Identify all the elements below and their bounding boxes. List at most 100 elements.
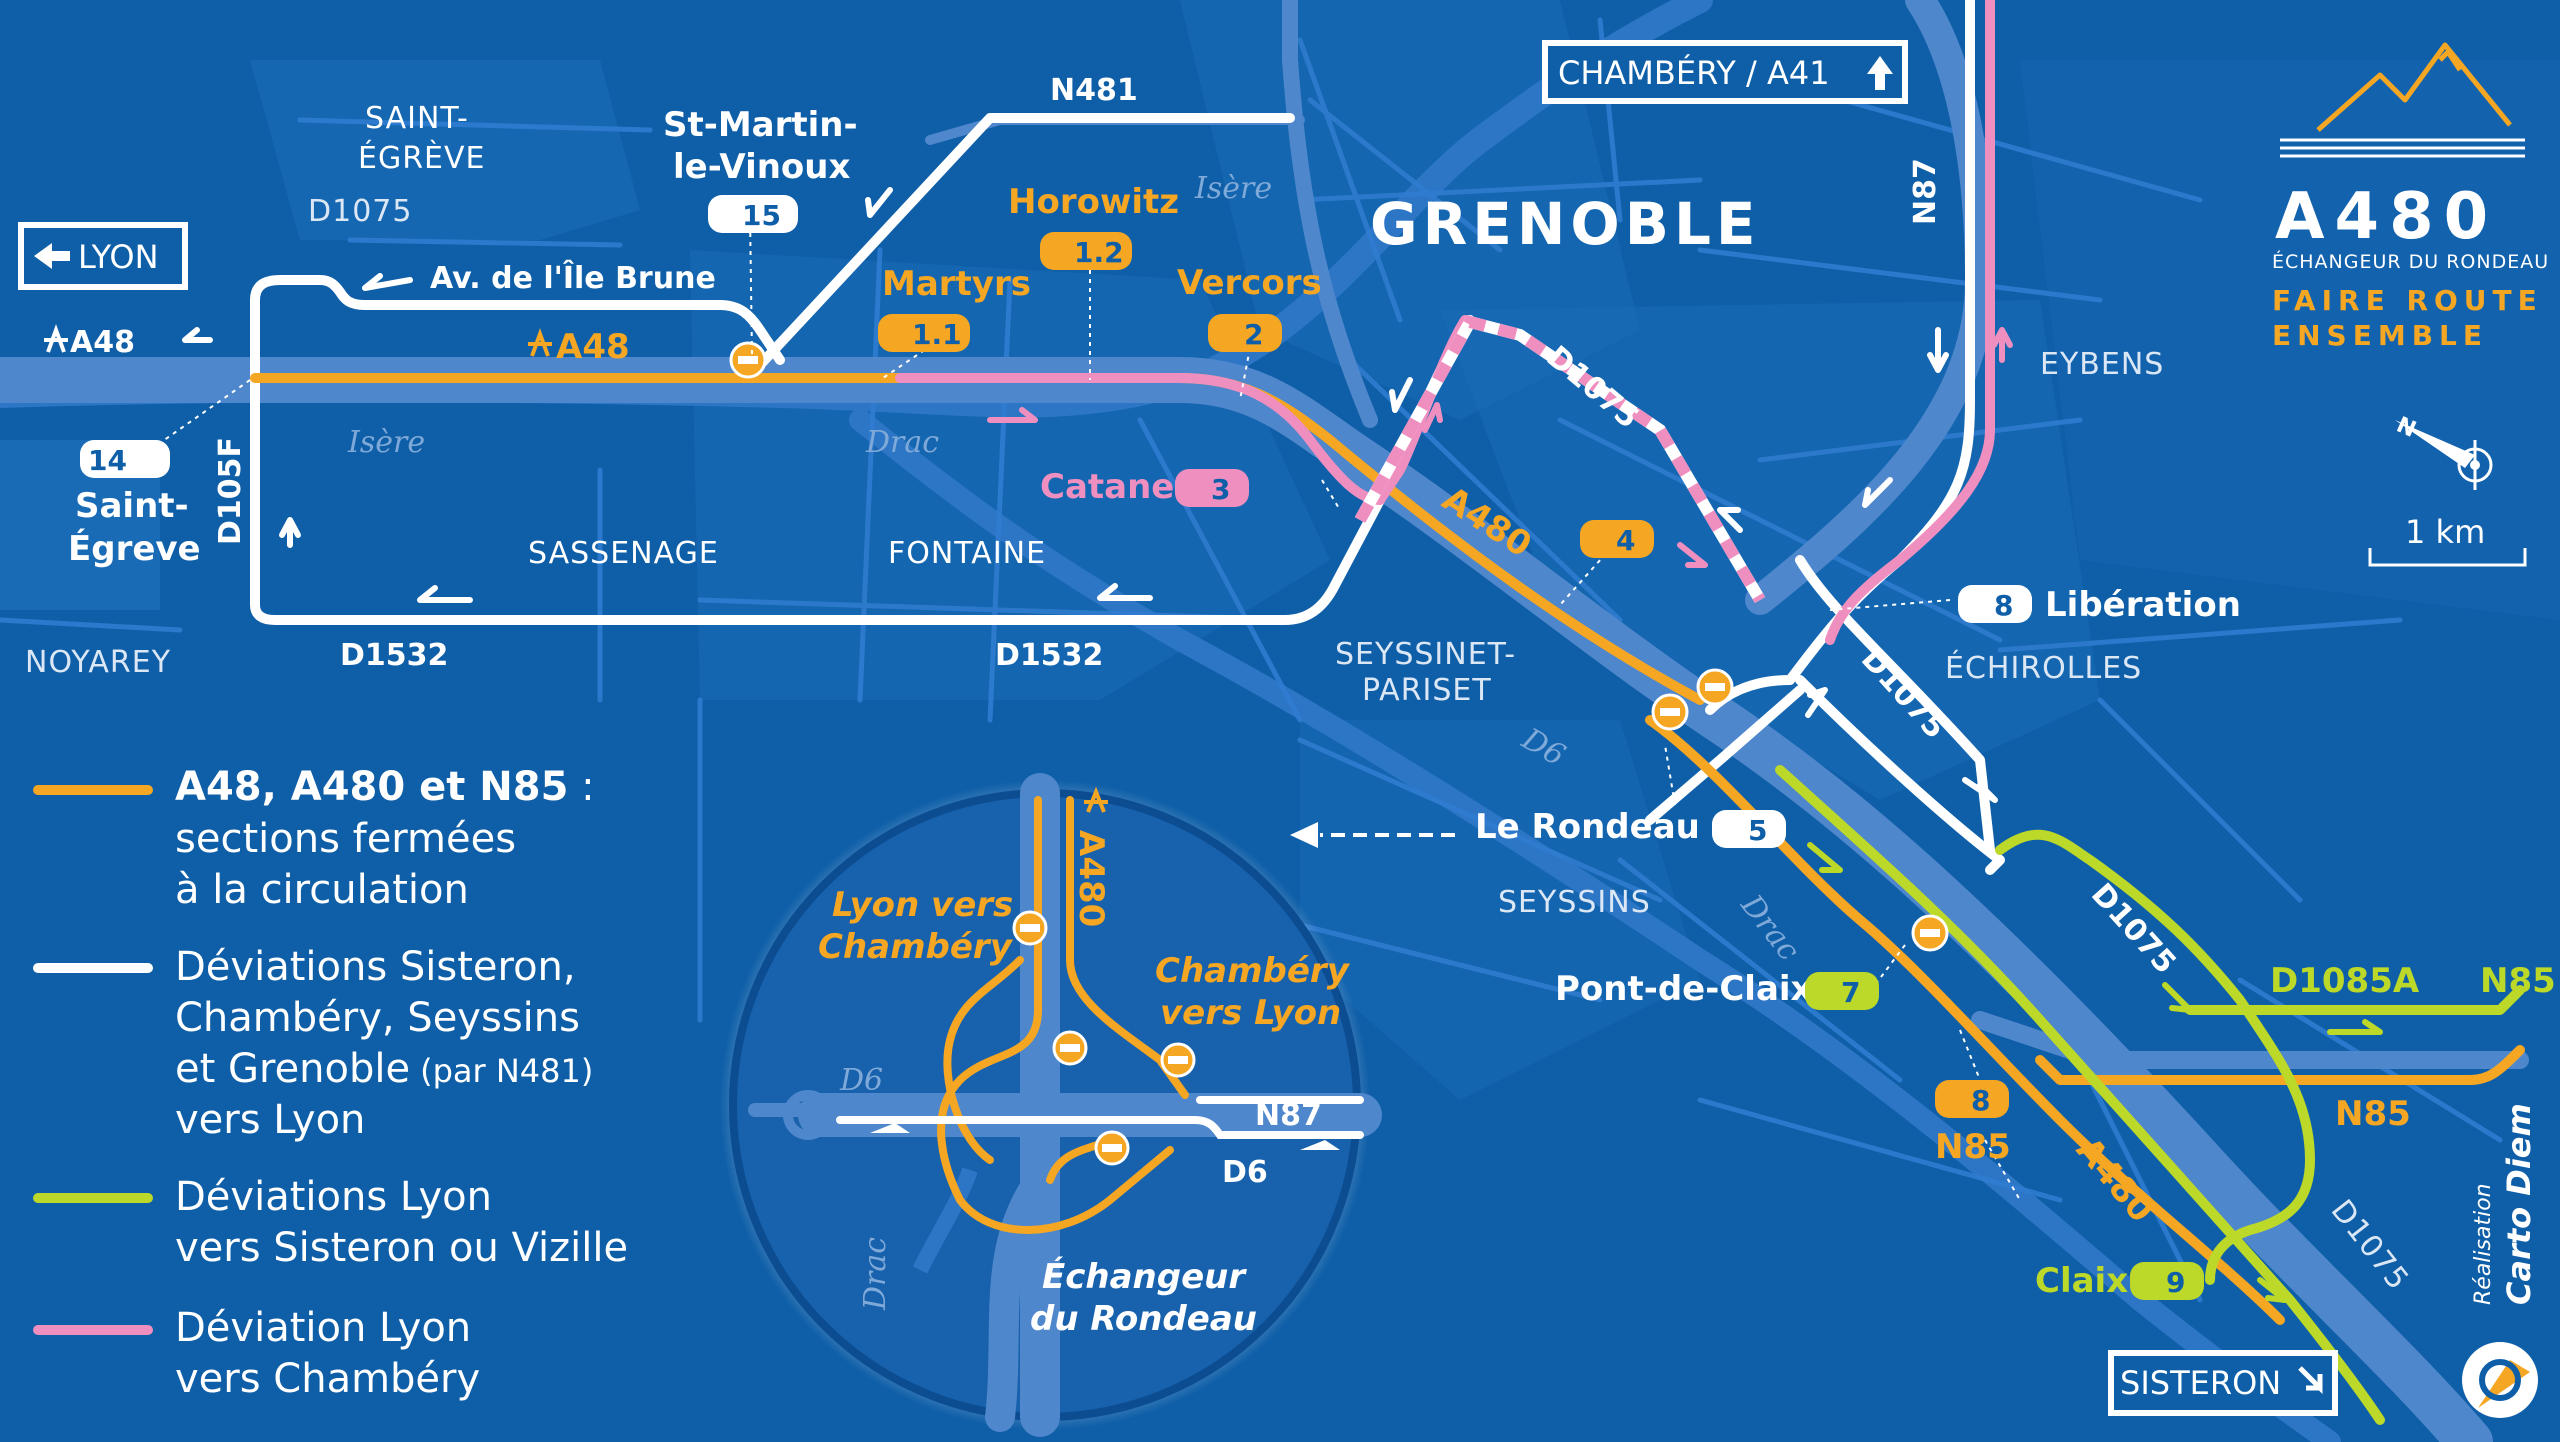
svg-text:SEYSSINET-: SEYSSINET- [1335, 637, 1516, 672]
svg-text:3: 3 [1211, 473, 1230, 506]
legend: A48, A480 et N85 : sections fermées à la… [33, 764, 628, 1402]
svg-text:le-Vinoux: le-Vinoux [673, 147, 850, 187]
svg-text:14: 14 [88, 444, 127, 477]
exit-8-n85-badge: 8 [1935, 1080, 2009, 1118]
svg-text:ÉCHIROLLES: ÉCHIROLLES [1945, 650, 2142, 686]
sisteron-sign: SISTERON [2108, 1350, 2338, 1416]
mountains-icon [2316, 42, 2512, 132]
svg-text:Isère: Isère [347, 425, 425, 460]
svg-text:Déviations Lyon: Déviations Lyon [175, 1174, 492, 1220]
pink-white-dashed-route [1354, 315, 1766, 604]
exit-4-badge: 4 [1580, 520, 1654, 558]
svg-text:St-Martin-: St-Martin- [663, 105, 858, 145]
svg-text:N87: N87 [1255, 1098, 1322, 1133]
svg-text:Déviation Lyon: Déviation Lyon [175, 1305, 471, 1351]
exit-3-badge: Catane 3 [1040, 467, 1249, 507]
svg-text:D1532: D1532 [340, 638, 448, 673]
credit: Réalisation Carto Diem [2462, 1103, 2538, 1418]
svg-text:D6: D6 [1222, 1155, 1268, 1190]
svg-text:8: 8 [1994, 589, 2013, 622]
svg-text:du Rondeau: du Rondeau [1030, 1299, 1257, 1339]
svg-text:Lyon vers: Lyon vers [832, 885, 1013, 925]
svg-text:N481: N481 [1050, 73, 1138, 108]
exit-1-2-badge: Horowitz 1.2 [1008, 182, 1179, 270]
svg-text:Carto Diem: Carto Diem [2500, 1103, 2538, 1305]
no-entry-icon [1012, 910, 1048, 946]
svg-text:9: 9 [2166, 1266, 2185, 1299]
svg-text:PARISET: PARISET [1362, 673, 1492, 708]
no-entry-icon [1651, 693, 1689, 731]
svg-text:Chambéry: Chambéry [1155, 951, 1351, 991]
svg-text:Vercors: Vercors [1177, 263, 1322, 303]
exit-8-liberation-badge: 8 Libération [1958, 585, 2241, 625]
svg-text:A48, A480 et N85 :: A48, A480 et N85 : [175, 764, 595, 810]
svg-text:D6: D6 [839, 1063, 883, 1098]
svg-text:EYBENS: EYBENS [2040, 347, 2164, 382]
brand-logo: A480 ÉCHANGEUR DU RONDEAU FAIRE ROUTE EN… [2272, 42, 2548, 352]
rondeau-interchange-inset: Lyon vers Chambéry Chambéry vers Lyon A4… [720, 773, 1382, 1437]
exit-5-badge: Le Rondeau 5 [1475, 807, 1786, 848]
svg-text:vers Sisteron ou Vizille: vers Sisteron ou Vizille [175, 1225, 628, 1271]
svg-text:N85: N85 [1935, 1127, 2011, 1167]
svg-text:Réalisation: Réalisation [2471, 1183, 2496, 1305]
place-labels: SAINT- ÉGRÈVE NOYAREY SASSENAGE FONTAINE… [25, 101, 2164, 920]
scale-bar: 1 km [2368, 513, 2527, 567]
svg-text:Chambéry, Seyssins: Chambéry, Seyssins [175, 995, 580, 1041]
svg-text:D1085A: D1085A [2270, 961, 2420, 1001]
svg-text:1.1: 1.1 [912, 318, 962, 351]
svg-text:NOYAREY: NOYAREY [25, 645, 171, 680]
no-entry-icon [1160, 1042, 1196, 1078]
highway-icon [44, 324, 68, 353]
green-detour-routes [1775, 765, 2525, 1425]
exit-badges: 14 Saint- Égreve St-Martin- le-Vinoux 15… [68, 105, 2241, 1301]
inset-pointer-arrow [1290, 822, 1318, 848]
svg-text:D105F: D105F [213, 437, 248, 545]
svg-text:7: 7 [1841, 976, 1860, 1009]
svg-text:LYON: LYON [78, 238, 159, 276]
svg-text:5: 5 [1748, 814, 1767, 847]
white-detour-routes [250, 0, 2005, 875]
svg-text:Drac: Drac [858, 1237, 893, 1311]
svg-text:N85: N85 [2335, 1094, 2411, 1134]
arrow-up-icon [1867, 56, 1893, 90]
no-entry-icon [1052, 1030, 1088, 1066]
exit-2-badge: Vercors 2 [1177, 263, 1322, 352]
svg-text:Déviations Sisteron,: Déviations Sisteron, [175, 944, 576, 990]
svg-text:Égreve: Égreve [68, 528, 201, 569]
svg-text:Martyrs: Martyrs [882, 264, 1031, 304]
svg-text:A480: A480 [1071, 830, 1111, 927]
svg-text:A48: A48 [70, 325, 135, 360]
no-entry-icon [1911, 914, 1949, 952]
svg-text:FAIRE ROUTE: FAIRE ROUTE [2272, 284, 2543, 317]
svg-text:Horowitz: Horowitz [1008, 182, 1179, 222]
svg-text:4: 4 [1616, 524, 1635, 557]
street-grid [0, 17, 2503, 1303]
svg-text:N85: N85 [2480, 961, 2556, 1001]
pink-arrows [987, 327, 2013, 568]
exit-9-badge: Claix 9 [2035, 1261, 2204, 1301]
svg-text:SASSENAGE: SASSENAGE [528, 536, 719, 571]
no-entry-icon [1696, 668, 1734, 706]
svg-text:ÉGRÈVE: ÉGRÈVE [358, 140, 485, 176]
exit-1-1-badge: Martyrs 1.1 [878, 264, 1031, 352]
svg-text:A48: A48 [556, 327, 630, 367]
svg-text:vers Lyon: vers Lyon [175, 1097, 365, 1143]
svg-text:CHAMBÉRY / A41: CHAMBÉRY / A41 [1558, 54, 1830, 92]
exit-15-badge: St-Martin- le-Vinoux 15 [663, 105, 858, 233]
highway-icon [1084, 786, 1108, 813]
svg-text:15: 15 [742, 199, 781, 232]
svg-text:Saint-: Saint- [75, 486, 189, 526]
arrow-down-right-icon [2298, 1366, 2323, 1395]
svg-text:SEYSSINS: SEYSSINS [1498, 885, 1651, 920]
svg-text:8: 8 [1971, 1084, 1990, 1117]
carto-diem-logo-icon [2462, 1342, 2538, 1418]
svg-text:Drac: Drac [865, 425, 939, 460]
exit-14-badge: 14 Saint- Égreve [68, 440, 201, 569]
svg-text:Pont-de-Claix: Pont-de-Claix [1555, 969, 1813, 1009]
svg-text:1 km: 1 km [2405, 513, 2485, 551]
direction-arrows [182, 187, 1998, 803]
no-entry-icon [1094, 1130, 1130, 1166]
svg-text:SISTERON: SISTERON [2120, 1364, 2281, 1402]
svg-text:A480: A480 [2275, 180, 2498, 254]
city-name: GRENOBLE [1370, 190, 1761, 258]
